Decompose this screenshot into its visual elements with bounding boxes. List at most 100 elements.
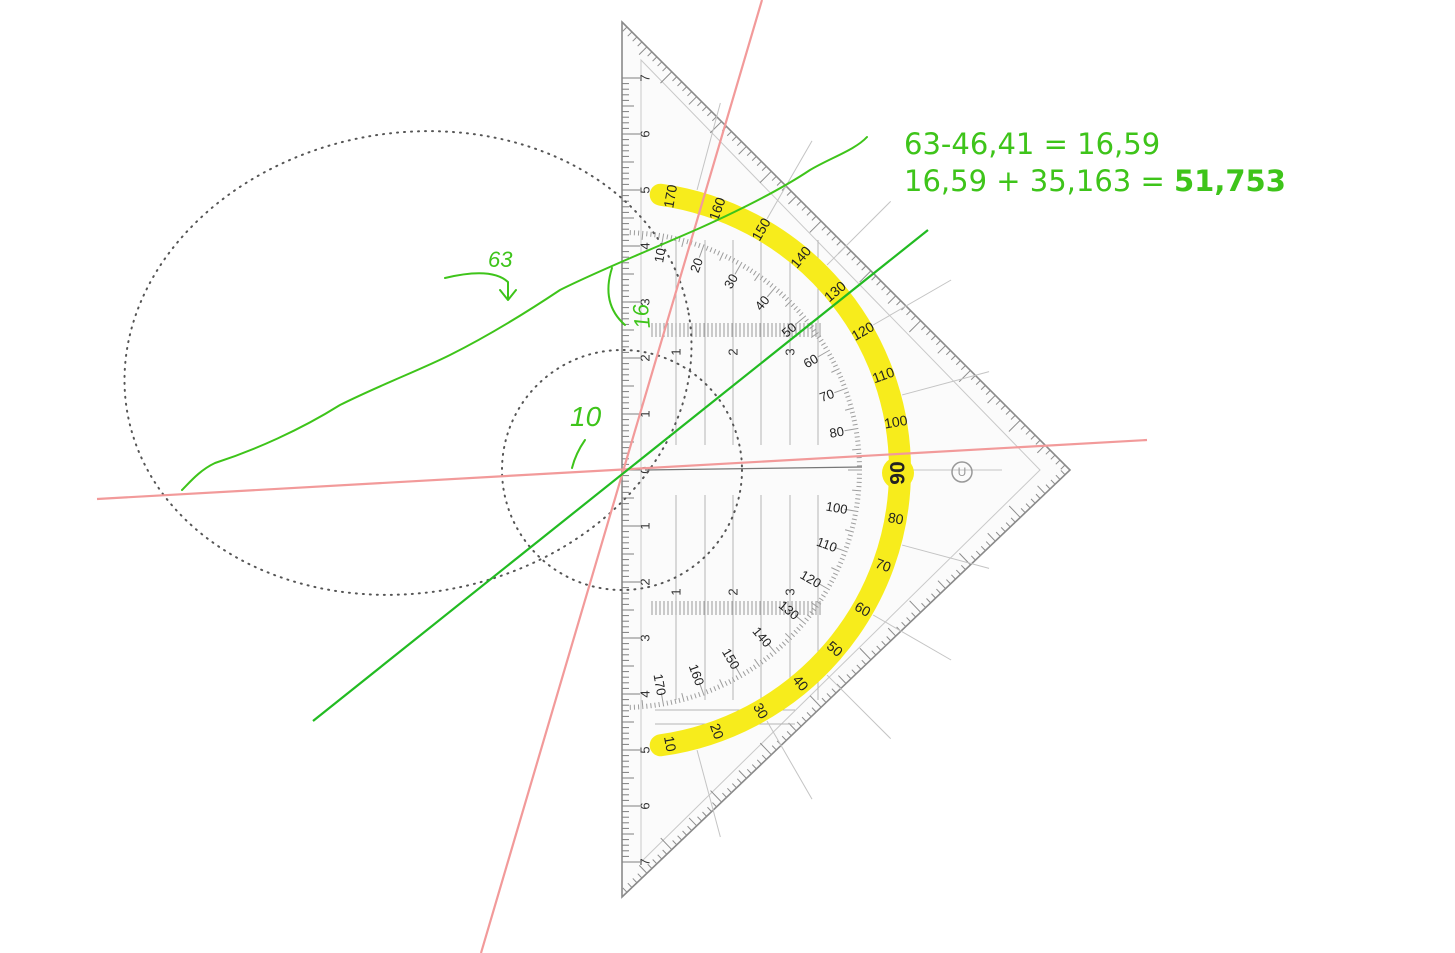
hypotenuse-tick: [906, 617, 912, 623]
handwritten-annotations: 63 16 10: [181, 136, 868, 491]
degree-tick: [731, 257, 736, 263]
hypotenuse-tick: [846, 250, 852, 256]
hypotenuse-tick: [921, 602, 927, 608]
degree-tick: [734, 665, 743, 679]
hypotenuse-tick: [1025, 503, 1031, 509]
hypotenuse-tick: [960, 564, 966, 570]
degree-label: 10: [661, 735, 679, 753]
hypotenuse-tick: [652, 859, 658, 865]
degree-tick: [844, 427, 859, 432]
degree-tick: [698, 244, 705, 258]
hypotenuse-tick: [871, 650, 877, 656]
degree-tick: [834, 387, 848, 394]
dotted-ellipse: [123, 130, 693, 596]
hypotenuse-tick: [980, 385, 986, 390]
hypotenuse-tick: [1050, 479, 1056, 485]
degree-tick: [766, 285, 777, 298]
hypotenuse-tick: [951, 574, 956, 580]
inner-degree-ticks: [629, 230, 862, 710]
degree-tick: [686, 695, 689, 701]
hypotenuse-tick: [876, 645, 882, 651]
hypotenuse-tick: [682, 830, 688, 836]
hypotenuse-tick: [859, 647, 872, 661]
degree-tick: [834, 546, 848, 553]
hypotenuse-tick: [921, 325, 926, 331]
hypotenuse-tick: [687, 825, 693, 831]
calculation-box: 63-46,41 = 16,59 16,59 + 35,163 = 51,753: [904, 126, 1286, 200]
hypotenuse-tick: [688, 817, 698, 827]
hypotenuse-tick: [1005, 409, 1011, 415]
hypotenuse-tick: [906, 310, 912, 316]
hypotenuse-tick: [826, 693, 832, 699]
handwritten-10: 10: [570, 401, 602, 432]
hypotenuse-tick: [707, 806, 712, 812]
hypotenuse-tick: [801, 205, 807, 211]
hypotenuse-tick: [771, 745, 777, 751]
hypotenuse-tick: [759, 742, 772, 756]
radial-line: [872, 279, 952, 326]
hypotenuse-tick: [876, 280, 882, 286]
degree-label: 70: [873, 555, 893, 575]
degree-tick: [742, 264, 747, 269]
hypotenuse-tick: [781, 735, 787, 741]
hypotenuse-tick: [637, 873, 643, 879]
degree-tick: [752, 270, 757, 276]
degree-tick: [660, 692, 665, 707]
degree-tick: [794, 614, 807, 625]
inner-mark-label: 3: [783, 588, 798, 595]
hypotenuse-tick: [638, 46, 648, 56]
degree-tick: [829, 579, 835, 584]
hypotenuse-tick: [861, 659, 867, 665]
hypotenuse-tick: [1037, 485, 1046, 495]
cm-label: 5: [638, 746, 653, 753]
hypotenuse-tick: [886, 636, 892, 642]
degree-tick: [784, 632, 793, 641]
hypotenuse-tick: [738, 146, 747, 155]
degree-tick: [810, 602, 819, 609]
hypotenuse-tick: [707, 111, 712, 117]
degree-tick: [784, 297, 790, 302]
degree-tick: [794, 315, 807, 326]
hypotenuse-tick: [987, 532, 996, 542]
hypotenuse-tick: [846, 674, 852, 680]
hypotenuse-tick: [960, 365, 966, 371]
hypotenuse-tick: [881, 640, 887, 646]
degree-tick: [832, 364, 838, 368]
cm-label: 4: [638, 690, 653, 697]
hypotenuse-tick: [796, 200, 802, 206]
hypotenuse-tick: [751, 764, 757, 770]
degree-tick: [809, 611, 814, 615]
inner-mark-label: 1: [669, 348, 684, 355]
degree-tick: [839, 557, 845, 561]
hypotenuse-tick: [677, 81, 683, 87]
degree-tick: [823, 590, 828, 595]
hypotenuse-tick: [975, 550, 981, 556]
degree-tick: [854, 431, 860, 434]
degree-tick: [752, 664, 757, 670]
hypotenuse-tick: [682, 86, 688, 92]
hypotenuse-tick: [771, 175, 777, 181]
hypotenuse-tick: [652, 56, 658, 62]
hypotenuse-tick: [886, 290, 892, 296]
degree-tick: [641, 700, 644, 710]
hypotenuse-tick: [887, 295, 897, 304]
degree-tick: [831, 576, 837, 580]
degree-tick: [832, 572, 838, 576]
degree-tick: [806, 614, 812, 619]
hypotenuse-tick: [970, 555, 976, 561]
degree-label: 110: [870, 364, 897, 387]
degree-tick: [650, 703, 652, 709]
center-90-marker: [882, 457, 914, 489]
degree-tick: [646, 231, 648, 237]
radial-line: [696, 102, 721, 191]
degree-tick: [769, 283, 774, 288]
degree-tick: [784, 638, 790, 643]
degree-tick: [855, 494, 861, 496]
hypotenuse-tick: [861, 265, 867, 271]
degree-tick: [646, 703, 648, 709]
degree-tick: [698, 242, 701, 248]
degree-tick: [778, 644, 783, 649]
radial-line: [872, 614, 952, 661]
hypotenuse-tick: [761, 166, 767, 171]
degree-tick: [709, 247, 713, 253]
